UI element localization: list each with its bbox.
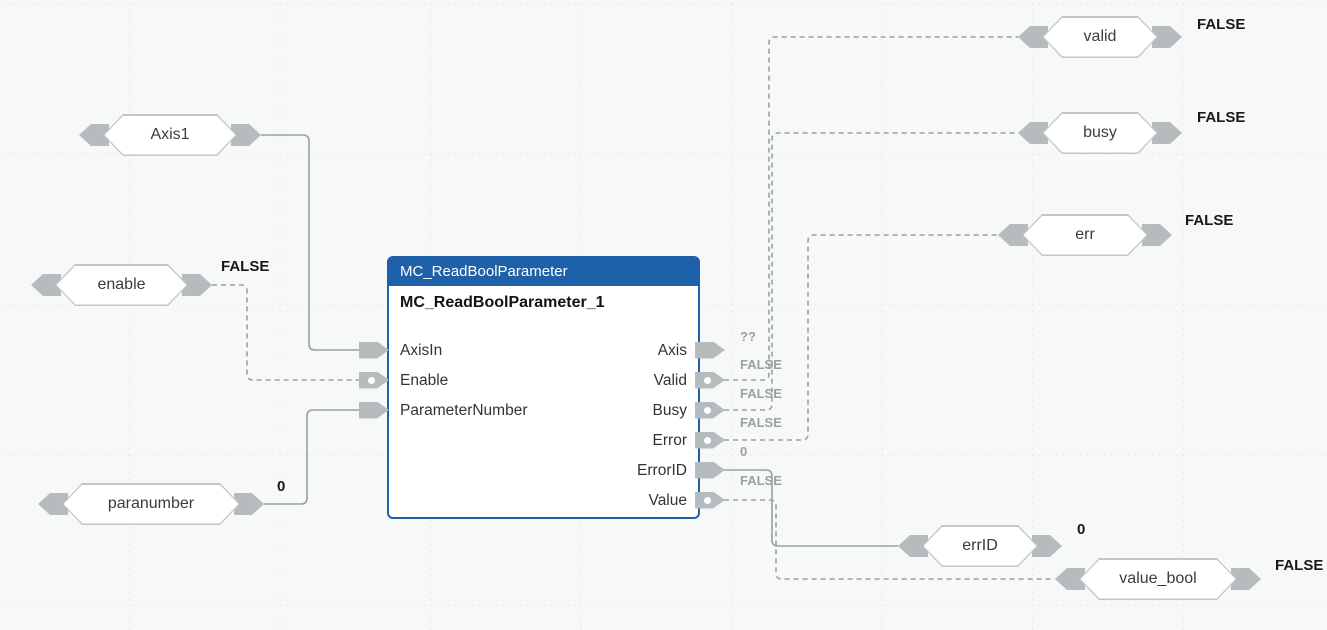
connector-left-icon[interactable] [1018,26,1048,48]
var-tag-busy[interactable]: busy [1018,112,1182,154]
function-block-title[interactable]: MC_ReadBoolParameter [389,258,698,286]
tag-hexagon [922,525,1038,567]
connector-left-icon[interactable] [38,493,68,515]
pin-value[interactable] [695,491,725,509]
connector-right-icon[interactable] [1152,26,1182,48]
connector-left-icon[interactable] [31,274,61,296]
output-label-errorid: ErrorID [637,462,687,479]
tag-label: errID [962,537,998,554]
connector-right-icon[interactable] [234,493,264,515]
tag-label: busy [1083,124,1117,141]
tag-hexagon [103,114,237,156]
output-label-value: Value [648,492,688,509]
var-tag-value-bool[interactable]: value_bool [1055,558,1261,600]
pin-error[interactable] [695,431,725,449]
function-block-instance-name: MC_ReadBoolParameter_1 [400,294,605,311]
pin-axisin[interactable] [359,341,389,359]
pin-axis[interactable] [695,341,725,359]
bool-pin-dot [704,436,711,444]
pin-value-error: FALSE [740,415,782,430]
wire-busy-to-busy-tag[interactable] [724,132,1018,411]
var-tag-paranumber[interactable]: paranumber [38,483,264,525]
connector-right-icon[interactable] [231,124,261,146]
wire-paranumber-to-parameternumber[interactable] [264,409,362,505]
wire-errorid-to-errid-tag[interactable] [724,469,898,547]
connector-right-icon[interactable] [1142,224,1172,246]
tag-label: value_bool [1119,570,1197,587]
tag-value-value-bool: FALSE [1275,557,1324,574]
output-label-axis: Axis [657,342,687,359]
tag-label: enable [97,276,146,293]
wire-error-to-err-tag[interactable] [724,234,998,441]
pin-value-axis: ?? [740,329,756,344]
tag-label: err [1075,226,1095,243]
connector-left-icon[interactable] [1018,122,1048,144]
bool-pin-dot [704,496,711,504]
pin-enable[interactable] [359,371,389,389]
tag-value-valid: FALSE [1197,16,1246,33]
pin-value-value: FALSE [740,473,782,488]
output-label-error: Error [652,432,687,449]
pin-value-errorid: 0 [740,444,748,459]
tag-value-paranumber: 0 [277,478,286,495]
tag-value-err: FALSE [1185,212,1234,229]
var-tag-valid[interactable]: valid [1018,16,1182,58]
connector-left-icon[interactable] [898,535,928,557]
tag-hexagon [55,264,188,306]
connector-left-icon[interactable] [79,124,109,146]
input-label-axisin: AxisIn [400,342,443,359]
connector-right-icon[interactable] [1152,122,1182,144]
connector-right-icon[interactable] [182,274,212,296]
tag-value-enable: FALSE [221,258,270,275]
var-tag-err[interactable]: err [998,214,1172,256]
tag-label: valid [1083,28,1117,45]
tag-hexagon [62,483,240,525]
output-label-busy: Busy [652,402,687,419]
tag-hexagon [1042,16,1158,58]
connector-right-icon[interactable] [1231,568,1261,590]
bool-pin-dot [704,406,711,414]
wire-axis1-to-axisin[interactable] [261,134,362,351]
connector-right-icon[interactable] [1032,535,1062,557]
wire-value-to-value-bool-tag[interactable] [724,499,1055,580]
tag-label: Axis1 [150,126,190,143]
pin-valid[interactable] [695,371,725,389]
tag-value-errid: 0 [1077,521,1086,538]
pin-busy[interactable] [695,401,725,419]
pin-value-busy: FALSE [740,386,782,401]
input-label-parameternumber: ParameterNumber [400,402,528,419]
pin-value-valid: FALSE [740,357,782,372]
connector-left-icon[interactable] [998,224,1028,246]
tag-hexagon [1042,112,1158,154]
pin-parameternumber[interactable] [359,401,389,419]
connector-left-icon[interactable] [1055,568,1085,590]
bool-pin-dot [368,376,375,384]
bool-pin-dot [704,376,711,384]
function-block-mc-readboolparameter[interactable]: MC_ReadBoolParameter MC_ReadBoolParamete… [387,256,700,519]
tag-label: paranumber [107,495,195,512]
var-tag-enable[interactable]: enable [31,264,212,306]
output-label-valid: Valid [653,372,687,389]
tag-hexagon [1079,558,1237,600]
input-label-enable: Enable [400,372,449,389]
tag-value-busy: FALSE [1197,109,1246,126]
var-tag-errid[interactable]: errID [898,525,1062,567]
var-tag-axis1[interactable]: Axis1 [79,114,261,156]
wire-enable-to-enable[interactable] [212,284,362,381]
pin-errorid[interactable] [695,461,725,479]
tag-hexagon [1022,214,1148,256]
